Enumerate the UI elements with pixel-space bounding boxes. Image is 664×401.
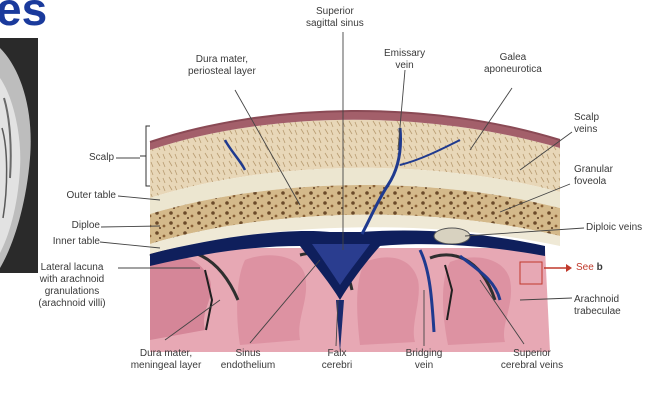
label-arachnoid-trabeculae: Arachnoid trabeculae — [574, 294, 621, 318]
label-outer-table: Outer table — [30, 190, 116, 202]
label-scalp: Scalp — [70, 152, 114, 164]
label-superior-cerebral-veins: Superior cerebral veins — [484, 348, 580, 372]
label-diploic-veins: Diploic veins — [586, 222, 642, 234]
label-emissary-vein: Emissary vein — [384, 48, 425, 72]
label-granular-foveola: Granular foveola — [574, 164, 613, 188]
label-scalp-veins: Scalp veins — [574, 112, 599, 136]
label-dura-meningeal: Dura mater, meningeal layer — [116, 348, 216, 372]
label-lateral-lacuna: Lateral lacuna with arachnoid granulatio… — [24, 262, 120, 310]
granular-foveola — [434, 228, 470, 244]
scalp-bracket — [140, 126, 150, 186]
label-inner-table: Inner table — [20, 236, 100, 248]
label-see-b: See b — [576, 262, 603, 274]
label-galea-aponeurotica: Galea aponeurotica — [484, 52, 542, 76]
label-superior-sagittal-sinus: Superior sagittal sinus — [306, 6, 364, 30]
label-falx-cerebri: Falx cerebri — [310, 348, 364, 372]
label-sinus-endothelium: Sinus endothelium — [208, 348, 288, 372]
label-bridging-vein: Bridging vein — [394, 348, 454, 372]
label-dura-periosteal: Dura mater, periosteal layer — [188, 54, 256, 78]
label-diploe: Diploe — [40, 220, 100, 232]
